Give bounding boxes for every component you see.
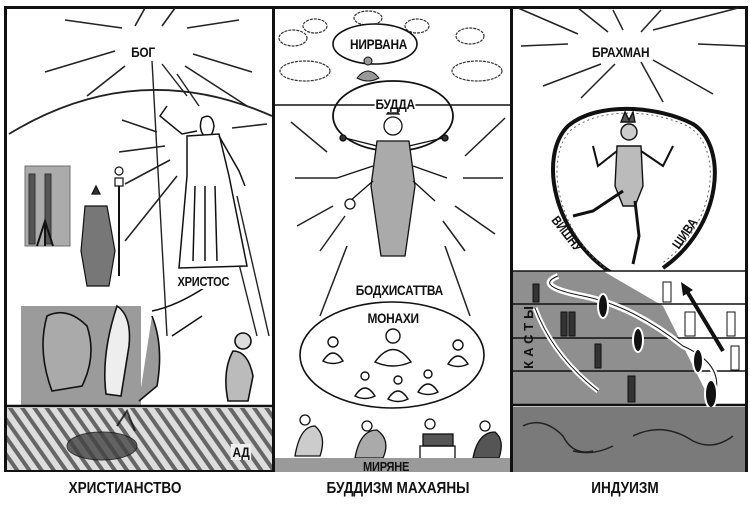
nirvana-oval-icon <box>332 23 418 65</box>
label-castes: КАСТЫ <box>520 302 536 369</box>
caption-hinduism: ИНДУИЗМ <box>591 480 659 497</box>
christianity-illustration <box>7 7 272 470</box>
label-christ: ХРИСТОС <box>176 274 231 289</box>
animal-realm-icon <box>522 421 734 454</box>
label-brahman: БРАХМАН <box>592 44 650 60</box>
seated-buddha-icon <box>356 56 380 82</box>
shiva-nataraja-icon <box>572 109 674 265</box>
cosmic-ring-icon <box>551 106 717 276</box>
panel-divider-2 <box>510 6 513 472</box>
crowd-figures-icon <box>42 285 254 402</box>
panel-mahayana-buddhism: НИРВАНА БУДДА БОДХИСАТТВА МОНАХИ МИРЯНЕ <box>275 6 510 472</box>
buddhism-illustration <box>275 10 510 472</box>
caption-christianity: ХРИСТИАНСТВО <box>68 480 182 497</box>
label-bodhisattva: БОДХИСАТТВА <box>355 282 444 298</box>
panel-divider-1 <box>272 6 275 472</box>
damned-figures-icon <box>66 408 138 461</box>
laity-figures-icon <box>294 414 502 459</box>
emperor-figure-icon <box>36 166 124 287</box>
liberation-arrow-icon <box>683 286 725 353</box>
label-hell: АД <box>230 444 252 460</box>
label-nirvana: НИРВАНА <box>350 36 408 52</box>
bodhisattva-figure-icon <box>336 104 449 257</box>
label-laity: МИРЯНЕ <box>363 459 410 472</box>
label-god: БОГ <box>131 44 155 60</box>
christ-figure-icon <box>158 105 248 269</box>
temple-icon <box>24 165 71 247</box>
hinduism-illustration <box>513 7 745 472</box>
caption-mahayana-buddhism: БУДДИЗМ МАХАЯНЫ <box>326 480 470 497</box>
world-cycles-icon <box>278 10 503 82</box>
brahman-rays-icon <box>517 7 745 103</box>
panel-hinduism: БРАХМАН ВИШНУ ШИВА КАСТЫ <box>513 6 745 472</box>
panel-christianity: БОГ ХРИСТОС АД <box>7 6 272 472</box>
caste-people-icon <box>532 281 740 403</box>
label-monks: МОНАХИ <box>367 310 420 326</box>
monk-figures-icon <box>321 328 470 403</box>
label-buddha: БУДДА <box>374 96 416 112</box>
